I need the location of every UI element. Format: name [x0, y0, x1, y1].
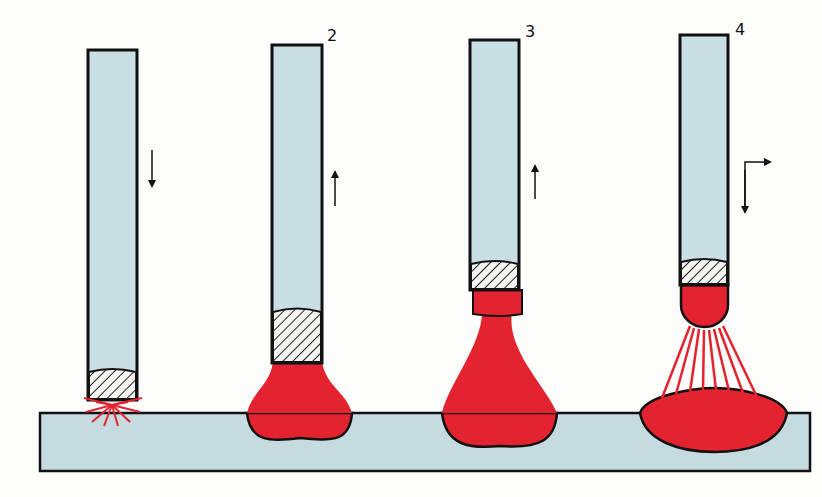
- electrode-1: [84, 50, 152, 426]
- electrode-2: [247, 45, 352, 440]
- callout-number: 4: [735, 22, 745, 38]
- electrode-4: [640, 35, 787, 452]
- electrode-3: [442, 40, 557, 447]
- callout-number: 2: [327, 28, 337, 44]
- callout-number: 3: [525, 24, 535, 40]
